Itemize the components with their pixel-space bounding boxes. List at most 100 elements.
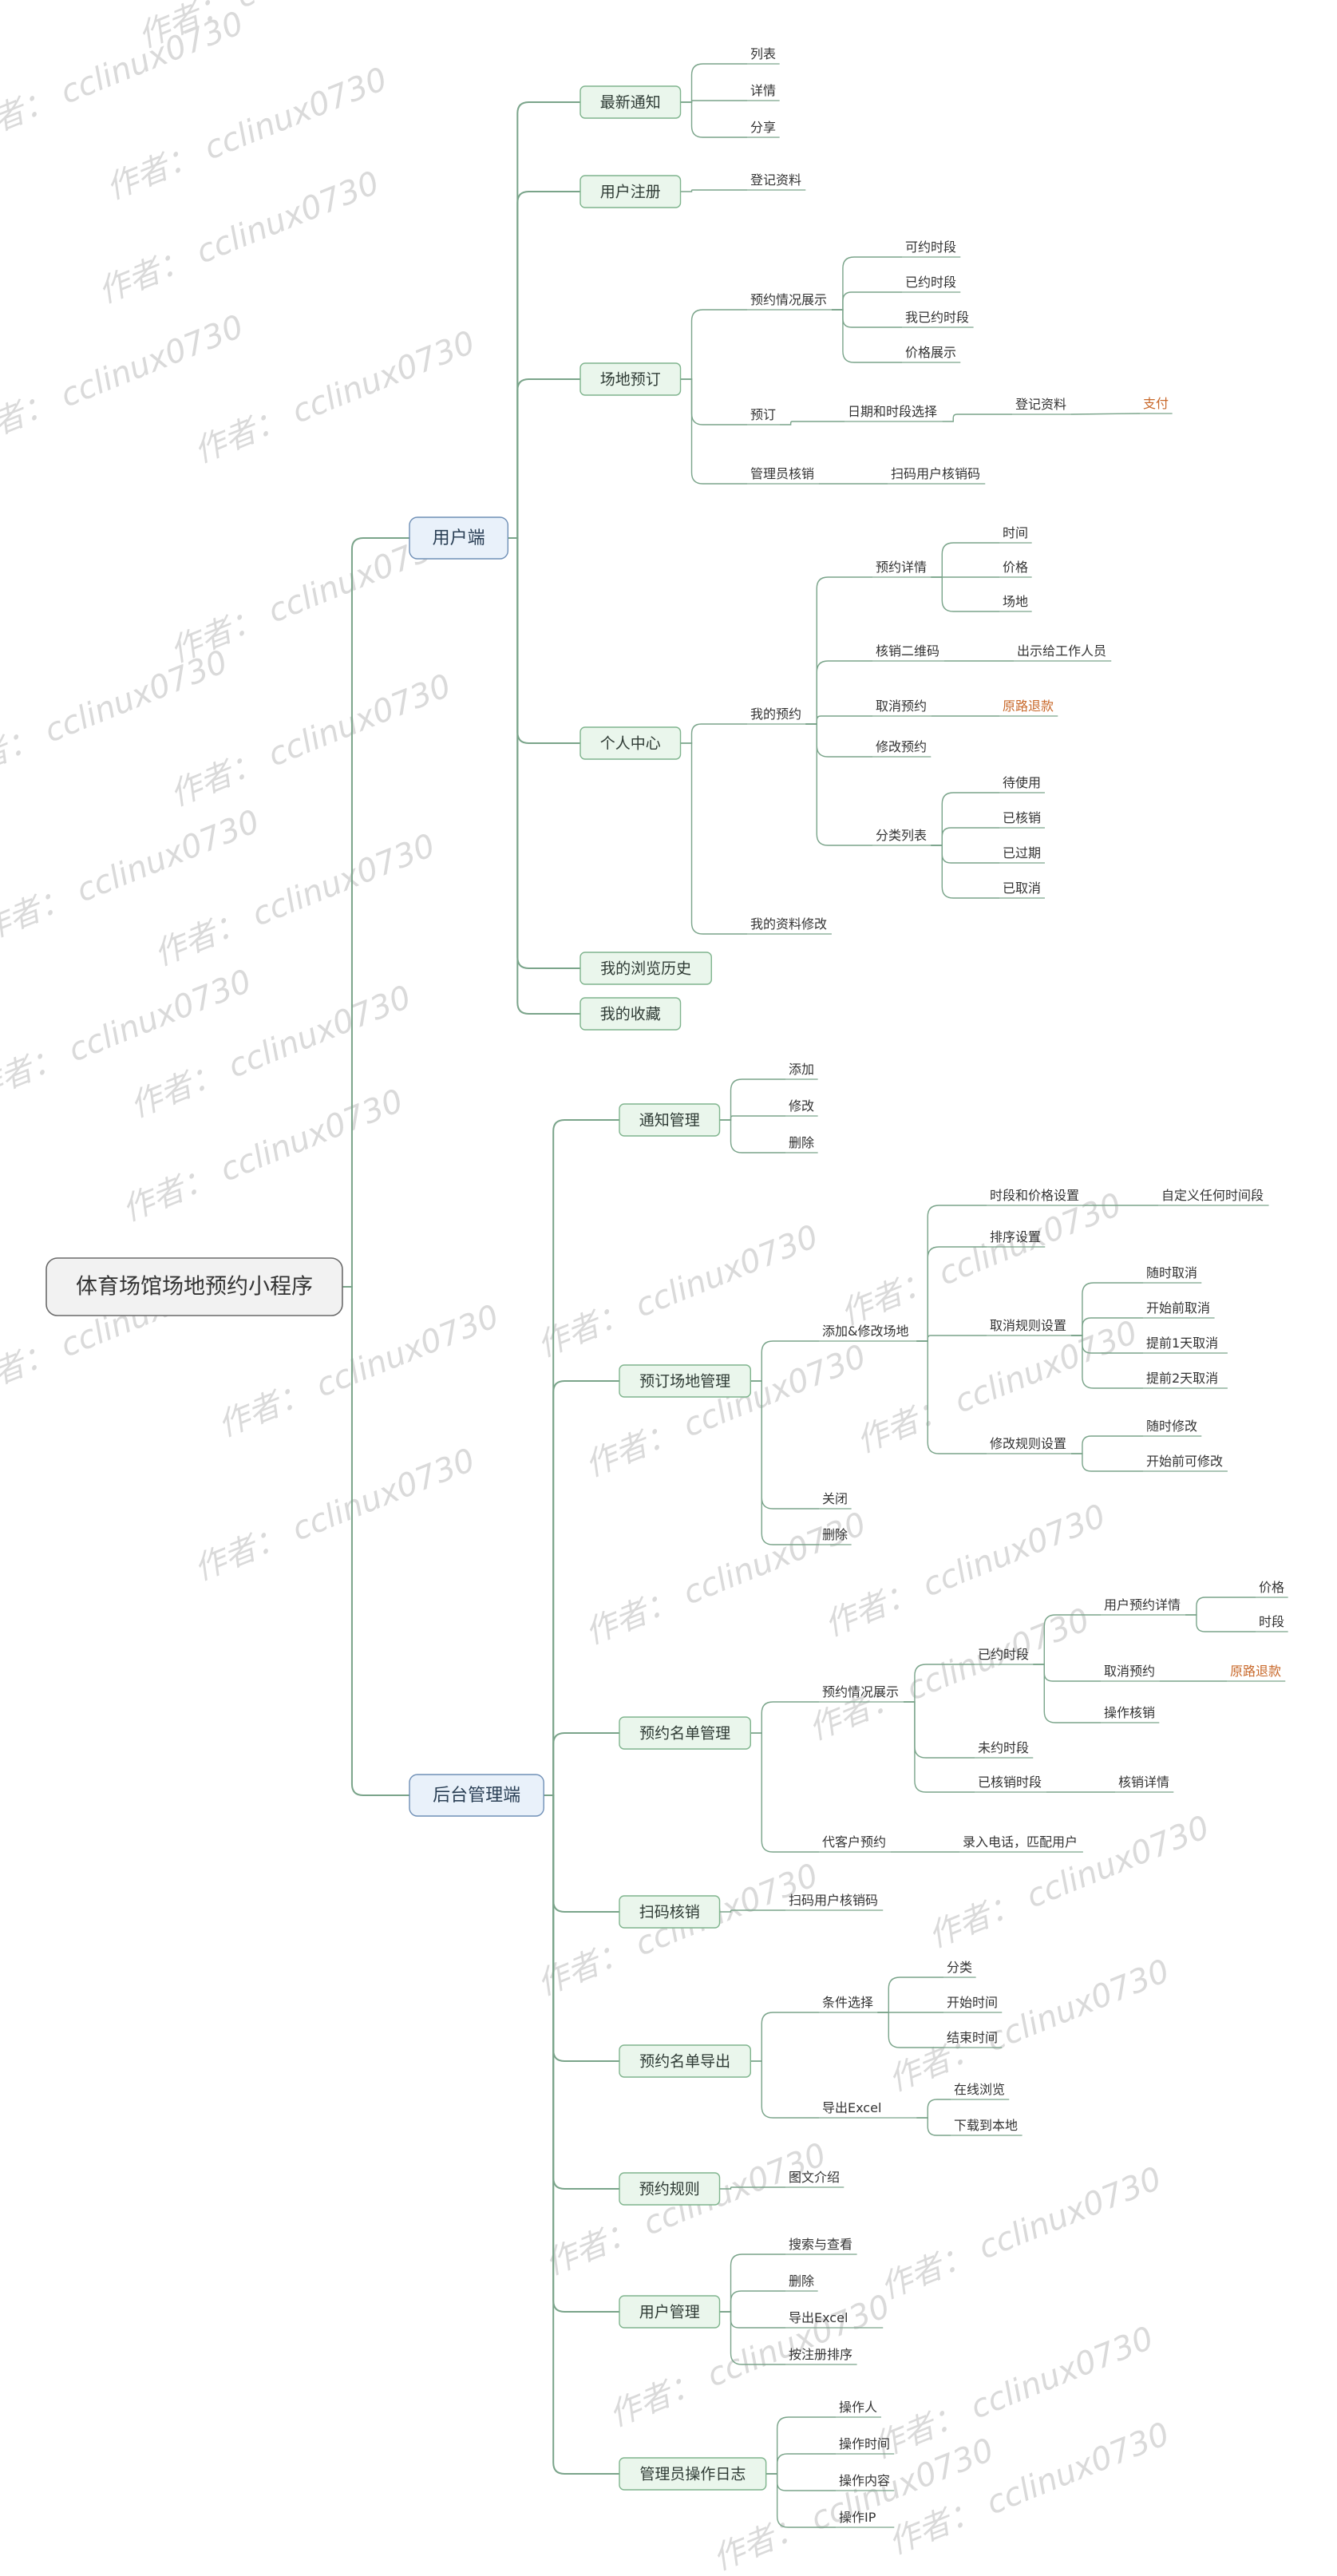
node-u4b: 我的资料修改 <box>747 916 832 935</box>
label-a3a1a1: 价格 <box>1259 1580 1284 1595</box>
node-root: 体育场馆场地预约小程序 <box>45 1257 343 1316</box>
label-u4: 个人中心 <box>600 735 661 753</box>
node-u4a5: 分类列表 <box>872 828 932 846</box>
label-u3c1: 扫码用户核销码 <box>891 466 980 481</box>
node-layer: 体育场馆场地预约小程序用户端最新通知列表详情分享用户注册登记资料场地预订预约情况… <box>45 46 1288 2528</box>
node-u4a5c: 已过期 <box>999 845 1045 864</box>
connector-a1b <box>719 1115 785 1121</box>
connector-a8d <box>765 2473 836 2528</box>
label-a5a2: 开始时间 <box>947 1995 998 2010</box>
connector-a8 <box>544 1794 619 2475</box>
label-a1a: 添加 <box>789 1062 814 1077</box>
label-a7b: 删除 <box>789 2273 814 2289</box>
connector-u1c <box>680 101 747 138</box>
node-a7a: 搜索与查看 <box>785 2237 857 2255</box>
box-a6 <box>619 2172 721 2206</box>
label-a3b: 代客户预约 <box>822 1834 886 1850</box>
label-u6: 我的收藏 <box>600 1006 661 1023</box>
label-a7c: 导出Excel <box>789 2310 848 2325</box>
label-u1a: 列表 <box>750 46 776 61</box>
label-u3: 场地预订 <box>600 371 661 389</box>
box-a8 <box>619 2457 767 2491</box>
node-a5a2: 开始时间 <box>943 1995 1003 2013</box>
node-a5a3: 结束时间 <box>943 2030 1003 2048</box>
watermark-text: 作者： cclinux0730 <box>924 1809 1215 1955</box>
connector-a2a3b <box>1070 1317 1143 1336</box>
node-a2b: 关闭 <box>819 1491 852 1510</box>
label-a2a: 添加&修改场地 <box>822 1324 908 1339</box>
node-u1c: 分享 <box>747 120 780 138</box>
connector-a2a4a <box>1070 1435 1143 1454</box>
connector-u4a5d <box>931 845 999 899</box>
watermark-text: 作者： cclinux0730 <box>165 667 457 813</box>
connector-a7a <box>719 2254 785 2313</box>
connector-a <box>342 1286 409 1796</box>
label-a3a1a2: 时段 <box>1259 1614 1284 1629</box>
connector-a2a3d <box>1070 1335 1143 1389</box>
connector-a3a3 <box>903 1701 975 1793</box>
connector-a3a1c <box>1033 1664 1101 1723</box>
label-u5: 我的浏览历史 <box>600 960 691 978</box>
label-a2: 预订场地管理 <box>639 1373 730 1391</box>
label-a2c: 删除 <box>822 1527 848 1542</box>
connector-u4a <box>680 723 747 744</box>
node-a1: 通知管理 <box>619 1103 721 1137</box>
watermark-text: 作者： cclinux0730 <box>213 1298 504 1444</box>
node-u4: 个人中心 <box>579 726 682 760</box>
node-a2: 预订场地管理 <box>619 1364 751 1398</box>
node-u3a2: 已约时段 <box>902 275 961 293</box>
node-a3a: 预约情况展示 <box>819 1684 904 1703</box>
label-u1b: 详情 <box>750 83 776 98</box>
node-u5: 我的浏览历史 <box>579 952 712 985</box>
connector-a4a <box>719 1909 785 1913</box>
connector-layer <box>342 63 1256 2528</box>
node-a1c: 删除 <box>785 1135 818 1153</box>
node-a2a3c: 提前1天取消 <box>1143 1335 1228 1354</box>
node-u3c: 管理员核销 <box>747 466 819 485</box>
connector-a7c <box>719 2311 785 2329</box>
label-a3a: 预约情况展示 <box>822 1684 899 1700</box>
connector-a2a2 <box>916 1246 987 1342</box>
connector-a3a1a1 <box>1185 1597 1256 1616</box>
connector-u3b <box>680 378 747 425</box>
connector-a5a <box>750 2012 819 2062</box>
box-u <box>409 516 509 560</box>
label-u3a2: 已约时段 <box>905 275 956 290</box>
label-a5a: 条件选择 <box>822 1995 873 2010</box>
label-u4a1b: 价格 <box>1003 560 1028 575</box>
connector-u3 <box>508 378 580 539</box>
label-u2: 用户注册 <box>600 184 661 201</box>
connector-a7b <box>719 2290 785 2313</box>
node-a5: 预约名单导出 <box>619 2044 751 2078</box>
box-u6 <box>579 997 682 1031</box>
connector-u <box>342 537 409 1288</box>
label-a1: 通知管理 <box>639 1112 700 1130</box>
watermark-text: 作者： cclinux0730 <box>836 1186 1127 1332</box>
box-u1 <box>579 85 682 119</box>
node-u3a4: 价格展示 <box>902 345 961 363</box>
label-a2a4b: 开始前可修改 <box>1146 1454 1223 1469</box>
node-u6: 我的收藏 <box>579 997 682 1031</box>
node-u4a: 我的预约 <box>747 706 806 725</box>
node-a4: 扫码核销 <box>619 1895 721 1929</box>
label-u4a1: 预约详情 <box>876 560 927 575</box>
node-u3a3: 我已约时段 <box>902 310 974 328</box>
label-a4: 扫码核销 <box>639 1904 700 1921</box>
node-a4a: 扫码用户核销码 <box>785 1893 884 1911</box>
node-u1: 最新通知 <box>579 85 682 119</box>
label-a8b: 操作时间 <box>839 2436 890 2451</box>
node-a3a1a: 用户预约详情 <box>1101 1597 1185 1616</box>
label-u3b3: 支付 <box>1143 396 1169 411</box>
label-u3a: 预约情况展示 <box>750 292 827 307</box>
label-a6: 预约规则 <box>639 2181 700 2198</box>
label-a3a2: 未约时段 <box>978 1740 1029 1755</box>
label-u3b: 预订 <box>750 407 776 422</box>
node-a7d: 按注册排序 <box>785 2347 857 2365</box>
watermark-text: 作者： cclinux0730 <box>540 2136 832 2282</box>
label-u4a3a: 原路退款 <box>1003 698 1054 714</box>
node-u4a5a: 待使用 <box>999 775 1045 793</box>
label-a2a3c: 提前1天取消 <box>1146 1335 1218 1351</box>
connector-a2a4 <box>916 1340 987 1454</box>
node-u4a3a: 原路退款 <box>999 698 1058 717</box>
node-a3: 预约名单管理 <box>619 1716 751 1750</box>
